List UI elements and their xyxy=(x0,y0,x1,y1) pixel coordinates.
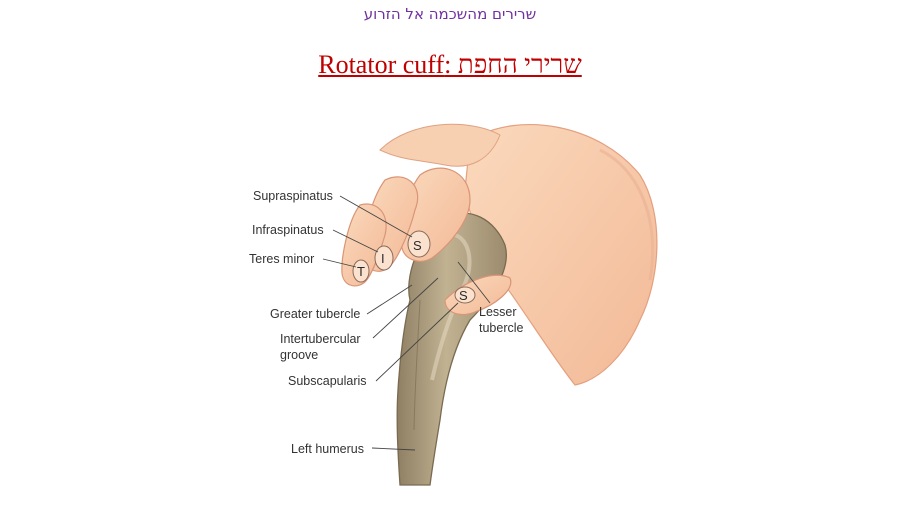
finger-label-t-teres-minor: T xyxy=(357,264,365,279)
label-left-humerus: Left humerus xyxy=(291,442,364,456)
label-intertubercular-line2: groove xyxy=(280,348,318,362)
leader-lines xyxy=(322,195,491,451)
finger-label-i-infraspinatus: I xyxy=(381,251,385,266)
label-subscapularis: Subscapularis xyxy=(288,374,367,388)
slide-title: שרירי החפת :Rotator cuff xyxy=(318,50,582,79)
label-infraspinatus: Infraspinatus xyxy=(252,223,324,237)
label-intertubercular-line1: Intertubercular xyxy=(280,332,361,346)
slide-header-note: שרירים מהשכמה אל הזרוע xyxy=(363,5,537,23)
finger-label-s-supraspinatus: S xyxy=(413,238,422,253)
label-lesser-tubercle-line2: tubercle xyxy=(479,321,524,335)
label-greater-tubercle: Greater tubercle xyxy=(270,307,360,321)
finger-label-s-subscapularis: S xyxy=(459,288,468,303)
fingers-group: S I T S xyxy=(341,123,512,316)
label-lesser-tubercle-line1: Lesser xyxy=(479,305,517,319)
label-supraspinatus: Supraspinatus xyxy=(253,189,333,203)
label-teres-minor: Teres minor xyxy=(249,252,314,266)
anatomy-labels: Supraspinatus Infraspinatus Teres minor … xyxy=(249,189,524,456)
